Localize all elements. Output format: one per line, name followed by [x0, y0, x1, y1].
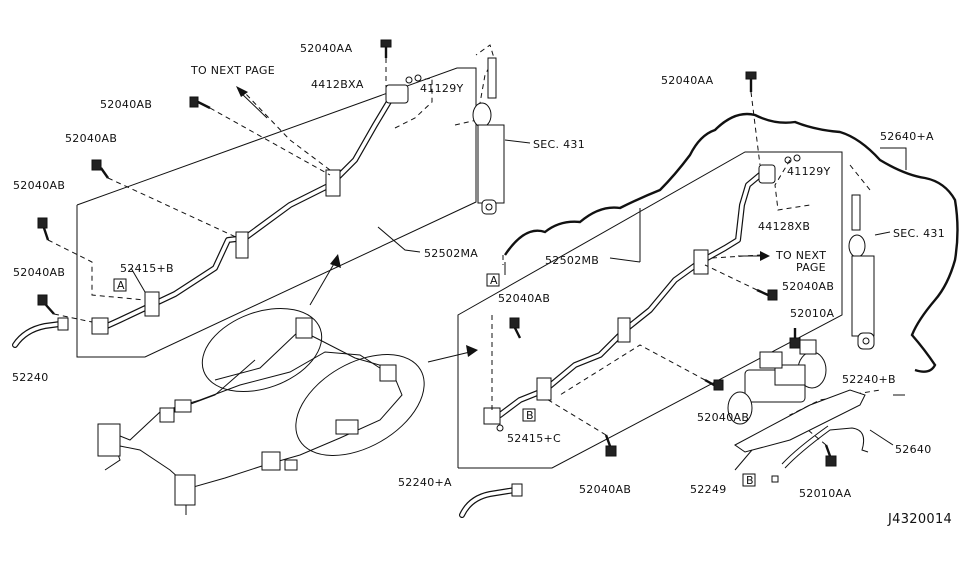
label-52415c: 52415+C [507, 432, 561, 445]
label-41129y-right: 41129Y [787, 165, 831, 178]
shock-absorber [472, 57, 505, 215]
body-outline [504, 112, 959, 373]
bolt-icon [380, 39, 392, 58]
label-ref-a-left: A [117, 279, 125, 292]
union-nut [414, 74, 422, 82]
label-52240b: 52240+B [842, 373, 896, 386]
label-52502ma: 52502MA [424, 247, 478, 260]
hose-fitting [385, 84, 409, 104]
bolt-icon [37, 294, 55, 315]
bolt-icon [604, 434, 617, 457]
label-52040ab-3: 52040AB [13, 179, 65, 192]
label-52040aa-right: 52040AA [661, 74, 714, 87]
label-ref-b-right: B [746, 474, 754, 487]
label-52010aa: 52010AA [799, 487, 852, 500]
label-ref-b-left: B [526, 409, 534, 422]
label-sec431-right: SEC. 431 [893, 227, 945, 240]
bolt-icon [91, 159, 109, 179]
shock-absorber [848, 194, 875, 350]
ref-b-box [742, 473, 756, 487]
pipe-clip [325, 169, 341, 197]
label-52040ab-8: 52040AB [579, 483, 631, 496]
bolt-icon [824, 444, 837, 467]
bolt-icon [509, 317, 522, 339]
label-52040ab-5: 52040AB [782, 280, 834, 293]
label-52249: 52249 [690, 483, 727, 496]
label-page-right: PAGE [796, 261, 826, 274]
label-52040ab-7: 52040AB [697, 411, 749, 424]
bolt-icon [704, 378, 724, 391]
air-compressor [727, 339, 866, 453]
ref-a-box [486, 273, 500, 287]
ref-a-box [113, 278, 127, 292]
right-assembly [457, 71, 959, 518]
label-52040aa-left: 52040AA [300, 42, 353, 55]
label-52040ab-2: 52040AB [65, 132, 117, 145]
diagram-code: J4320014 [887, 512, 952, 527]
label-52240: 52240 [12, 371, 49, 384]
hose-fitting [758, 164, 776, 184]
label-to-next-right: TO NEXT [775, 249, 826, 262]
label-52040ab-1: 52040AB [100, 98, 152, 111]
bolt-icon [745, 71, 757, 92]
left-frame [76, 67, 477, 358]
union-nut [405, 76, 413, 84]
label-44128xb: 44128XB [758, 220, 810, 233]
left-assembly [12, 39, 531, 358]
label-52640: 52640 [895, 443, 932, 456]
bolt-icon [756, 288, 778, 301]
hose-clip [57, 317, 69, 331]
label-52040ab-4: 52040AB [13, 266, 65, 279]
label-ref-a-right: A [490, 274, 498, 287]
bolt-icon [37, 217, 50, 241]
pipe-end-fitting [483, 407, 501, 425]
label-52010a: 52010A [790, 307, 834, 320]
pipe-clip [617, 317, 631, 343]
vehicle-overview [97, 254, 478, 515]
label-52502mb: 52502MB [545, 254, 599, 267]
ref-b-box [522, 408, 536, 422]
label-4412bxa: 4412BXA [311, 78, 364, 91]
right-frame [457, 151, 843, 469]
label-52640a: 52640+A [880, 130, 934, 143]
bolt-icon [789, 328, 801, 349]
label-sec431-left: SEC. 431 [533, 138, 585, 151]
pipe-clip [536, 377, 552, 401]
bolt-icon [189, 96, 211, 110]
label-52240a: 52240+A [398, 476, 452, 489]
label-52415b: 52415+B [120, 262, 174, 275]
label-to-next-page-left: TO NEXT PAGE [190, 64, 275, 77]
label-52040ab-6: 52040AB [498, 292, 550, 305]
label-41129y-left: 41129Y [420, 82, 464, 95]
pipe-clip [144, 291, 160, 317]
pipe-end-fitting [91, 317, 109, 335]
pipe-clip [693, 249, 709, 275]
pipe-clip [235, 231, 249, 259]
